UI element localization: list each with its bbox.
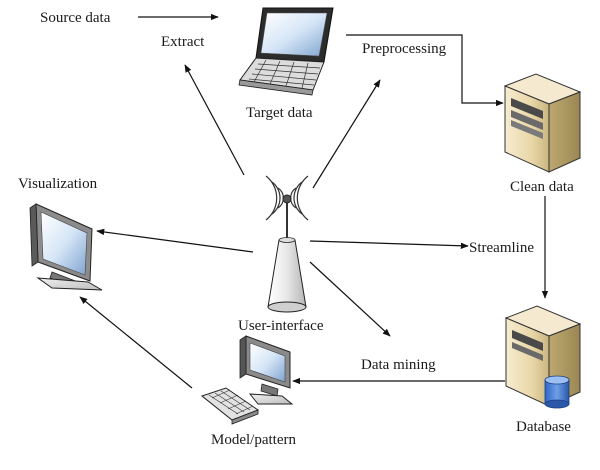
keyboard-icon — [200, 387, 260, 425]
arrows — [79, 13, 549, 389]
node-clean-data: Clean data — [510, 179, 574, 195]
edge-data-mining: Data mining — [361, 357, 436, 373]
arrow-ui-to-streamline — [309, 240, 469, 249]
server-icon — [503, 73, 582, 359]
database-server-icon — [504, 305, 582, 409]
node-user-interface: User-interface — [238, 318, 324, 334]
node-target-data: Target data — [246, 105, 313, 121]
arrow-model-to-visualization — [79, 296, 193, 389]
edge-preprocessing: Preprocessing — [362, 41, 447, 57]
monitor-icon — [29, 203, 103, 291]
antenna-icon — [265, 175, 309, 313]
edge-extract: Extract — [161, 34, 205, 50]
arrow-ui-to-visualization — [96, 228, 254, 253]
node-visualization: Visualization — [18, 176, 98, 192]
node-source-data: Source data — [40, 10, 111, 26]
desktop-computer-icon — [200, 335, 294, 425]
node-database: Database — [516, 419, 571, 435]
database-cylinder-icon — [544, 375, 570, 409]
labels: Source data Extract Target data Preproce… — [18, 10, 574, 448]
node-model-pattern: Model/pattern — [211, 432, 296, 448]
arrow-preprocessing — [346, 34, 504, 107]
arrow-ui-to-data-mining — [309, 261, 391, 337]
arrow-ui-to-extract — [184, 64, 245, 176]
arrow-ui-to-preprocessing — [312, 79, 381, 189]
edge-streamline: Streamline — [469, 240, 534, 256]
laptop-icon — [238, 7, 334, 96]
